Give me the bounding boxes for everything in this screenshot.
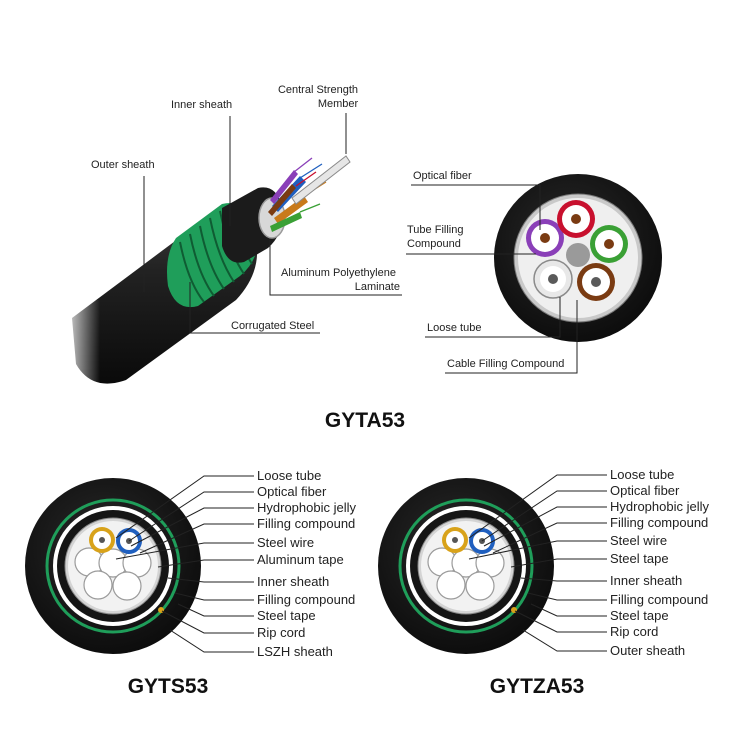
gyts53-label-inner-sheath: Inner sheath xyxy=(257,574,329,589)
gyts53-label-aluminum-tape: Aluminum tape xyxy=(257,552,344,567)
gytza53-label-rip-cord: Rip cord xyxy=(610,624,658,639)
gyta53-tube-green xyxy=(590,225,628,263)
label-central-strength-member-1: Central Strength xyxy=(278,84,358,96)
gytza53-cross-section xyxy=(378,478,554,654)
label-cable-filling-compound: Cable Filling Compound xyxy=(447,358,564,370)
label-tube-filling-compound-2: Compound xyxy=(407,238,461,250)
gyta53-tube-white xyxy=(533,259,573,299)
gyts53-label-optical-fiber: Optical fiber xyxy=(257,484,327,499)
gyts53-label-lszh-sheath: LSZH sheath xyxy=(257,644,333,659)
gyts53-label-loose-tube: Loose tube xyxy=(257,468,321,483)
gyts53-labels: Loose tube Optical fiber Hydrophobic jel… xyxy=(115,468,356,659)
label-aluminum-polyethylene-laminate-1: Aluminum Polyethylene xyxy=(281,267,396,279)
label-loose-tube-gyta53: Loose tube xyxy=(427,322,481,334)
gyts53-cross-section xyxy=(25,478,201,654)
gytza53-label-loose-tube: Loose tube xyxy=(610,467,674,482)
gyta53-cable-illustration xyxy=(60,155,351,400)
gyts53-label-rip-cord: Rip cord xyxy=(257,625,305,640)
gytza53-label-hydrophobic-jelly: Hydrophobic jelly xyxy=(610,499,709,514)
label-tube-filling-compound-1: Tube Filling xyxy=(407,224,463,236)
title-gyta53: GYTA53 xyxy=(325,409,405,432)
gytza53-label-steel-tape-1: Steel tape xyxy=(610,551,669,566)
gytza53-labels: Loose tube Optical fiber Hydrophobic jel… xyxy=(468,467,709,658)
gytza53-label-filling-compound-2: Filling compound xyxy=(610,592,708,607)
gyts53-label-filling-compound-2: Filling compound xyxy=(257,592,355,607)
gyta53-right-labels: Optical fiber Tube Filling Compound Loos… xyxy=(406,170,578,374)
optical-fiber-strands xyxy=(293,157,327,213)
cable-fade xyxy=(60,300,100,400)
label-inner-sheath: Inner sheath xyxy=(171,99,232,111)
gyta53-tube-red xyxy=(557,200,595,238)
central-strength-member-rod xyxy=(291,155,351,205)
gyts53-label-hydrophobic-jelly: Hydrophobic jelly xyxy=(257,500,356,515)
gytza53-label-steel-wire: Steel wire xyxy=(610,533,667,548)
title-gyts53: GYTS53 xyxy=(128,675,209,698)
label-optical-fiber-gyta53: Optical fiber xyxy=(413,170,472,182)
gyts53-label-steel-tape: Steel tape xyxy=(257,608,316,623)
gytza53-label-steel-tape-2: Steel tape xyxy=(610,608,669,623)
gytza53-label-outer-sheath: Outer sheath xyxy=(610,643,685,658)
gyts53-label-steel-wire: Steel wire xyxy=(257,535,314,550)
gyts53-label-filling-compound-1: Filling compound xyxy=(257,516,355,531)
gytza53-label-inner-sheath: Inner sheath xyxy=(610,573,682,588)
gyts53-tube-yellow xyxy=(89,527,115,553)
title-gytza53: GYTZA53 xyxy=(490,675,585,698)
label-aluminum-polyethylene-laminate-2: Laminate xyxy=(355,281,400,293)
label-outer-sheath: Outer sheath xyxy=(91,159,155,171)
gytza53-label-optical-fiber: Optical fiber xyxy=(610,483,680,498)
gyta53-tube-purple xyxy=(526,219,564,257)
label-central-strength-member-2: Member xyxy=(318,98,359,110)
gyta53-cross-section xyxy=(494,174,662,342)
gyta53-left-labels: Central Strength Member Inner sheath Out… xyxy=(91,84,402,334)
gytza53-label-filling-compound-1: Filling compound xyxy=(610,515,708,530)
gytza53-tube-yellow xyxy=(442,527,468,553)
label-corrugated-steel: Corrugated Steel xyxy=(231,320,314,332)
gyta53-tube-brown xyxy=(577,263,615,301)
